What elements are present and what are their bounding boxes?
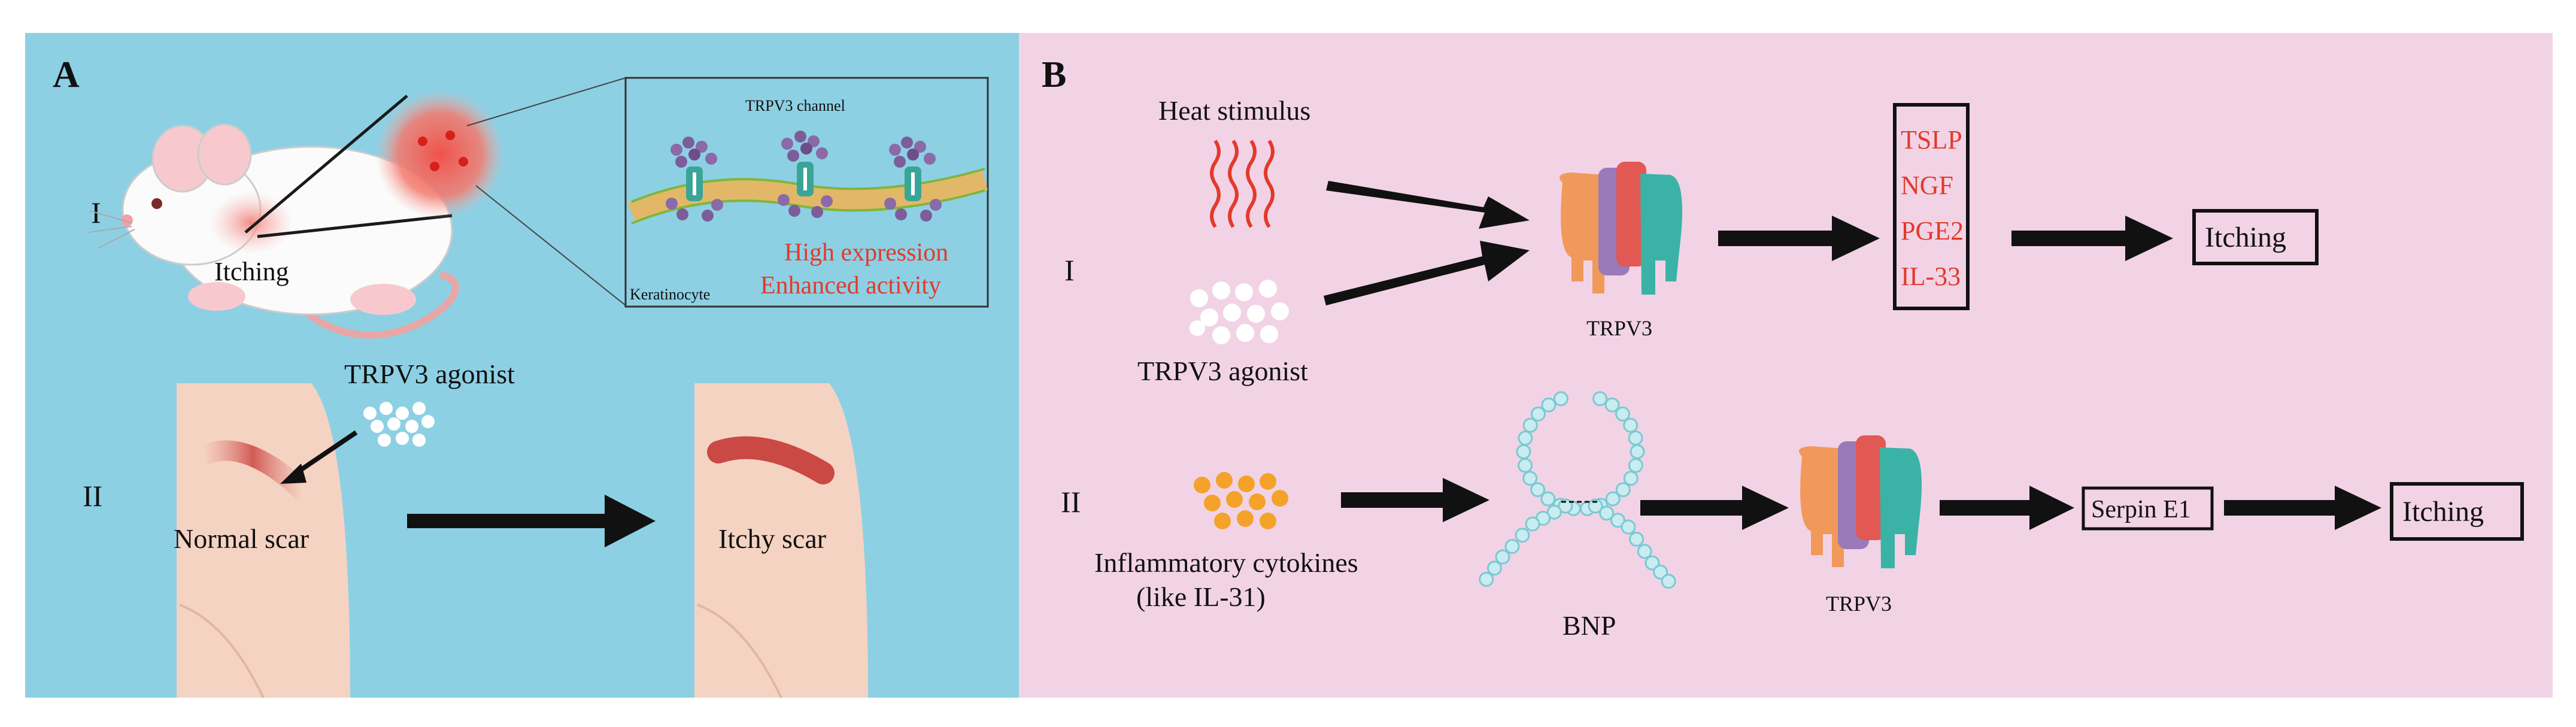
bnp-bead — [1516, 444, 1531, 459]
mediator-tslp: TSLP — [1901, 125, 1962, 155]
arrow-cytokines-to-bnp — [1341, 478, 1489, 522]
bnp-bead — [1530, 482, 1546, 498]
bnp-bead — [1592, 391, 1608, 407]
bnp-bead — [1486, 561, 1502, 576]
bnp-bead — [1637, 544, 1652, 559]
bnp-bead — [1588, 498, 1603, 514]
bnp-bead — [1553, 391, 1568, 407]
label-heat-stimulus: Heat stimulus — [1158, 95, 1310, 126]
bnp-bead — [1615, 482, 1631, 498]
cytokine-particles — [1194, 472, 1288, 529]
bnp-bead — [1621, 519, 1636, 535]
label-inflammatory-cytokines: Inflammatory cytokines — [1094, 547, 1358, 578]
bnp-bead — [1522, 417, 1538, 433]
mediator-il33: IL-33 — [1901, 262, 1961, 291]
bnp-bead — [1515, 528, 1530, 543]
bnp-bead — [1628, 431, 1643, 446]
bnp-bead — [1623, 417, 1639, 433]
bnp-bead — [1540, 491, 1556, 507]
mediator-pge2: PGE2 — [1901, 216, 1964, 246]
bnp-bead — [1623, 471, 1639, 486]
arrow-trpv3-to-mediators — [1718, 216, 1880, 261]
label-trpv3-channel: TRPV3 channel — [745, 97, 845, 114]
label-like-il31: (like IL-31) — [1136, 581, 1266, 612]
mediator-ngf: NGF — [1901, 171, 1953, 200]
bnp-bead — [1661, 574, 1676, 589]
arrow-mediators-to-itching — [2011, 216, 2173, 261]
label-enhanced-activity: Enhanced activity — [760, 272, 941, 299]
membrane-illustration — [627, 131, 988, 225]
label-bnp: BNP — [1562, 610, 1616, 641]
bnp-bead — [1541, 397, 1556, 413]
bnp-bead — [1546, 504, 1562, 520]
bnp-bead — [1479, 571, 1494, 587]
bnp-bead — [1605, 491, 1621, 507]
label-serpin-e1: Serpin E1 — [2091, 496, 2191, 523]
itching-box-top — [2192, 209, 2319, 265]
panel-a-label: A — [53, 54, 80, 95]
bnp-bead — [1628, 458, 1643, 473]
label-itchy-scar: Itchy scar — [718, 523, 826, 554]
heat-wave-icon — [1210, 140, 1275, 228]
arrow-heat-to-trpv3 — [1326, 181, 1530, 229]
arrow-serpin-to-itching — [2224, 486, 2381, 530]
label-itching-mouse: Itching — [214, 257, 289, 286]
arrow-agonist-to-scar — [292, 430, 358, 477]
bnp-peptide-loop — [1479, 391, 1676, 589]
panel-b-row-ii-label: II — [1061, 485, 1081, 519]
bnp-bead — [1629, 531, 1644, 547]
arrow-agonist-to-scar-head — [280, 464, 307, 484]
bnp-bead — [1615, 406, 1630, 422]
label-trpv3-bottom: TRPV3 — [1826, 592, 1892, 616]
label-high-expression: High expression — [784, 239, 948, 266]
bnp-bead — [1518, 431, 1533, 446]
label-itching-top: Itching — [2205, 222, 2286, 253]
label-itching-bottom: Itching — [2402, 496, 2484, 528]
bnp-bead — [1599, 505, 1615, 521]
bnp-bead — [1531, 406, 1546, 422]
serpin-box — [2082, 486, 2214, 531]
arrow-agonist-to-trpv3 — [1324, 241, 1530, 305]
mouse-illustration — [88, 77, 626, 339]
bnp-bead — [1630, 444, 1645, 459]
arrow-bnp-to-trpv3 — [1640, 486, 1789, 530]
label-trpv3-top: TRPV3 — [1586, 316, 1652, 340]
panel-a-row-ii-label: II — [83, 479, 102, 513]
shoulder-itchy-scar — [694, 383, 868, 698]
label-trpv3-agonist-a: TRPV3 agonist — [344, 359, 515, 389]
panel-b-row-i-label: I — [1064, 253, 1075, 287]
bnp-bead — [1495, 549, 1510, 565]
arrow-trpv3-to-serpin — [1940, 486, 2074, 530]
bnp-bead — [1653, 564, 1668, 580]
agonist-particles-a — [363, 402, 435, 447]
panel-b-background — [1019, 33, 2553, 698]
trpv3-protein-bottom — [1799, 435, 1922, 568]
bnp-bead — [1604, 397, 1620, 413]
bnp-bead — [1644, 555, 1660, 571]
bnp-bead — [1522, 471, 1538, 486]
panel-b-label: B — [1042, 54, 1066, 95]
label-normal-scar: Normal scar — [174, 523, 309, 554]
itching-box-bottom — [2390, 482, 2524, 541]
bnp-bead — [1518, 458, 1533, 473]
label-trpv3-agonist-b: TRPV3 agonist — [1137, 356, 1308, 386]
bnp-bead — [1525, 516, 1540, 532]
trpv3-protein-top — [1559, 162, 1682, 295]
label-keratinocyte: Keratinocyte — [630, 286, 710, 303]
agonist-particles-b — [1190, 280, 1289, 344]
bnp-bead — [1504, 538, 1520, 554]
arrow-normal-to-itchy — [407, 495, 656, 547]
mediator-box — [1893, 103, 1970, 310]
bnp-bead — [1610, 513, 1625, 528]
